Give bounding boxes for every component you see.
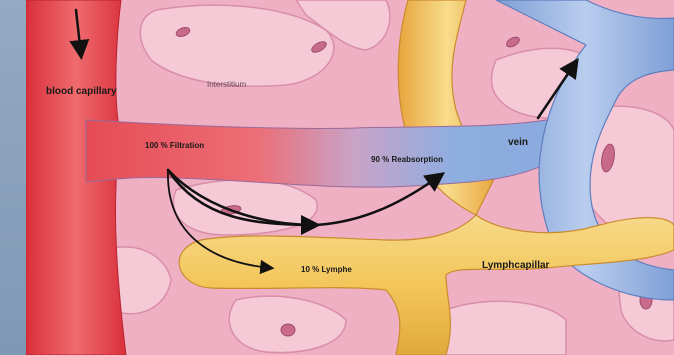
lymphcapillar-label: Lymphcapillar xyxy=(482,260,549,271)
capillary-illustration xyxy=(26,0,674,355)
main-vessel xyxy=(86,120,576,187)
filtration-label: 100 % Filtration xyxy=(145,141,204,150)
interstitium-label: Interstitium xyxy=(207,80,246,89)
vein-label: vein xyxy=(508,137,528,148)
reabsorption-label: 90 % Reabsorption xyxy=(371,155,443,164)
left-border xyxy=(0,0,26,355)
blood-capillary-label: blood capillary xyxy=(46,86,117,97)
lymph-label: 10 % Lymphe xyxy=(301,265,352,274)
diagram-canvas: blood capillary Interstitium 100 % Filtr… xyxy=(26,0,674,355)
